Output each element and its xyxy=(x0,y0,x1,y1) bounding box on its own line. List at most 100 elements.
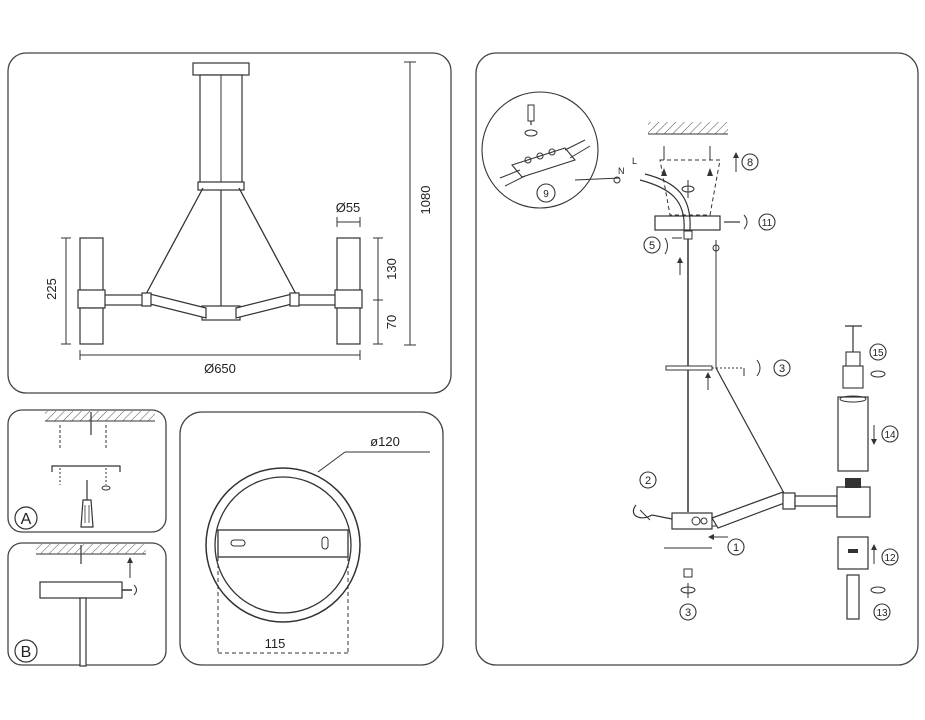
supply-wire-2 xyxy=(644,173,691,231)
step-9-badge xyxy=(741,153,759,171)
canopy-detail-panel: 115 ø120 xyxy=(179,411,444,666)
supply-wire-1 xyxy=(639,179,685,231)
socket-top xyxy=(845,478,861,488)
canopy-diameter-label: ø120 xyxy=(370,434,400,449)
left-shade-holder xyxy=(77,289,106,309)
mounting-bracket-a xyxy=(51,465,121,472)
step-8-badge xyxy=(643,236,661,254)
step-b-border xyxy=(7,542,167,666)
assembly-support-wire xyxy=(715,367,786,496)
step-13-badge xyxy=(873,603,891,621)
main-dimension-panel: 1080 225 Ø55 130 70 Ø650 xyxy=(7,52,452,394)
left-arm-inner xyxy=(149,293,207,319)
canopy-detail-border xyxy=(179,411,444,666)
central-hub xyxy=(201,305,241,321)
assembly-arm-joint xyxy=(782,492,796,510)
step-5-label: 3 xyxy=(779,363,785,375)
step-10-badge xyxy=(536,183,556,203)
rotate-icon-13 xyxy=(870,586,886,594)
step-12-label: 12 xyxy=(884,553,896,564)
right-support-wire xyxy=(238,187,298,297)
bulb-icon xyxy=(845,351,861,367)
step-15-badge xyxy=(869,343,887,361)
ceiling-hatch-a xyxy=(45,411,155,421)
assembly-shade-upper xyxy=(837,396,869,472)
shade-diameter-label: Ø55 xyxy=(336,200,361,215)
collar-ring xyxy=(665,365,713,371)
left-shade-lower xyxy=(79,307,104,345)
diameter-leader xyxy=(317,451,346,473)
step-b-badge xyxy=(14,639,38,663)
step-3-label: 3 xyxy=(685,607,691,619)
shade-upper-label: 130 xyxy=(384,258,399,280)
left-support-wire xyxy=(144,187,204,297)
assembly-panel: 8 11 5 3 xyxy=(475,52,919,666)
assembly-canopy xyxy=(654,215,721,231)
step-5-badge xyxy=(773,359,791,377)
canopy-outer-ring xyxy=(205,467,361,623)
height-total-label: 1080 xyxy=(418,186,433,215)
wire-loop xyxy=(632,504,673,520)
assembly-arm-outer xyxy=(794,495,838,507)
step-8-label: 5 xyxy=(649,240,655,252)
right-shade-holder xyxy=(334,289,363,309)
right-arm-outer xyxy=(297,294,339,306)
right-shade-upper xyxy=(336,237,361,294)
step-1-label: 1 xyxy=(733,542,739,554)
step-13-label: 13 xyxy=(876,608,888,619)
canopy-width-label: 115 xyxy=(265,636,286,651)
step-15-label: 15 xyxy=(872,348,884,359)
step-11-label: 11 xyxy=(762,218,773,229)
step-a-border xyxy=(7,409,167,533)
step-3-badge xyxy=(679,603,697,621)
terminal-detail-circle xyxy=(481,91,599,209)
arm-height-label: 225 xyxy=(44,278,59,300)
canopy-inner-ring xyxy=(214,476,352,614)
plate-slot-right xyxy=(321,536,329,550)
ceiling-canopy xyxy=(192,62,250,76)
step-9-label: 8 xyxy=(747,157,753,169)
bottom-cap xyxy=(683,568,693,578)
assembly-panel-border xyxy=(475,52,919,666)
step-a-label: A xyxy=(21,511,32,528)
canopy-outline xyxy=(659,159,721,216)
wire-neutral-label: N xyxy=(618,166,625,176)
rod-b xyxy=(79,597,87,667)
step-14-badge xyxy=(881,425,899,443)
assembly-shade-lower xyxy=(846,574,860,620)
step-14-label: 14 xyxy=(884,430,896,441)
left-arm-outer xyxy=(99,294,145,306)
assembly-arm-inner xyxy=(711,491,788,529)
step-11-badge xyxy=(758,213,776,231)
plate-slot-left xyxy=(230,539,246,547)
mounting-plate xyxy=(217,529,349,558)
step-a-badge xyxy=(14,506,38,530)
terminal-block xyxy=(511,147,576,178)
step-a-panel: A xyxy=(7,409,167,533)
step-10-label: 9 xyxy=(543,189,549,200)
detail-leader xyxy=(574,177,621,181)
step-2-badge xyxy=(639,471,657,489)
right-joint xyxy=(289,292,300,307)
shade-lower-label: 70 xyxy=(384,315,399,329)
span-diameter-label: Ø650 xyxy=(204,361,236,376)
step-b-label: B xyxy=(21,644,32,661)
rotate-icon-15 xyxy=(870,370,886,378)
step-12-badge xyxy=(881,548,899,566)
step-b-panel: B xyxy=(7,542,167,667)
wire-live-label: L xyxy=(632,156,637,166)
ceiling-hatch-b xyxy=(36,544,146,554)
right-shade-lower xyxy=(336,307,361,345)
hanging-collar xyxy=(197,181,245,191)
step-2-label: 2 xyxy=(645,475,651,487)
ceiling-hatch-main xyxy=(648,122,728,134)
right-arm-inner xyxy=(235,293,293,319)
left-shade-upper xyxy=(79,237,104,294)
rotate-icon-a xyxy=(101,485,111,491)
lamp-socket-housing xyxy=(836,486,871,518)
left-joint xyxy=(141,292,152,307)
step-1-badge xyxy=(727,538,745,556)
canopy-b xyxy=(39,581,123,599)
main-panel-border xyxy=(7,52,452,394)
